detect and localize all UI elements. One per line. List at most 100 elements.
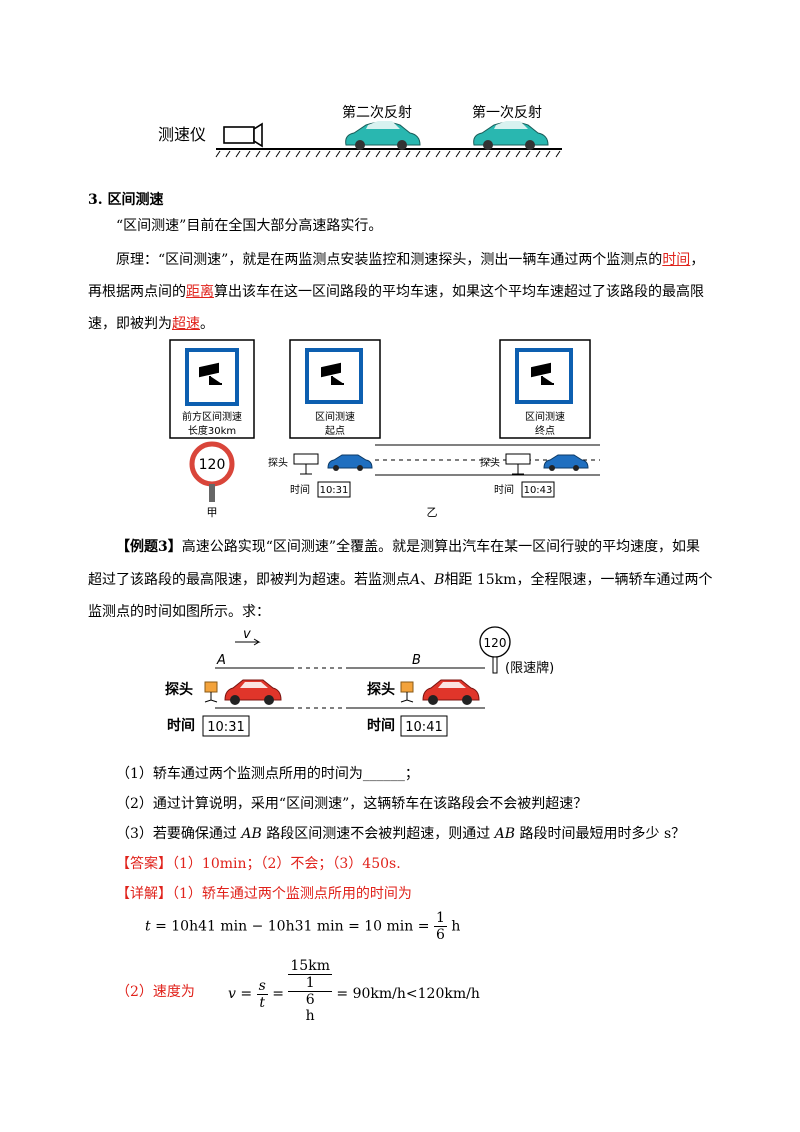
var-t: t — [145, 918, 151, 935]
speed-limit-sign — [479, 626, 511, 674]
var-v: v — [228, 986, 236, 1002]
frac-num-15km: 15km — [288, 958, 332, 975]
point-a: A — [410, 572, 421, 588]
velocity-arrow — [235, 638, 261, 646]
probe-label-2: 探头 — [480, 456, 500, 469]
example-text: 高速公路实现“区间测速”全覆盖。就是测算出汽车在某一区间行驶的平均速度，如果 — [181, 539, 701, 555]
detail-label: 【详解】 — [116, 886, 172, 902]
keyword-time: 时间 — [662, 252, 691, 268]
principle-text: 。 — [200, 316, 214, 332]
car-icon — [345, 121, 421, 150]
question-2: （2）通过计算说明，采用“区间测速”，这辆轿车在该路段会不会被判超速？ — [116, 796, 588, 812]
sign1-line2: 长度30km — [188, 424, 236, 437]
example-line-3: 监测点的时间如图所示。求： — [88, 604, 270, 620]
time-label-2: 时间 — [494, 483, 514, 496]
section-intro: “区间测速”目前在全国大部分高速路实行。 — [116, 218, 383, 234]
question-3: （3）若要确保通过 AB 路段区间测速不会被判超速，则通过 AB 路段时间最短用… — [116, 820, 746, 848]
probe-icon — [400, 681, 414, 703]
question-1: （1）轿车通过两个监测点所用的时间为______； — [116, 766, 419, 782]
example-text: 、 — [420, 572, 435, 588]
keyword-speeding: 超速 — [172, 316, 200, 332]
car-icon — [473, 121, 549, 150]
sign2-line1: 区间测速 — [315, 410, 355, 423]
speed-result: = 90km/h<120km/h — [336, 986, 480, 1002]
frac-num: 1 — [433, 910, 447, 927]
interval-signs-figure: 前方区间测速 长度30km 120 甲 区间测速 起点 区间测速 终点 探头 探… — [169, 339, 600, 518]
ground-hatch — [215, 150, 561, 158]
example-figure: v A B 120 (限速牌) 探头 探头 时间 10:31 时间 10:41 — [165, 626, 554, 737]
segment-ab: AB — [241, 826, 262, 842]
detail-line-2: （2）速度为 — [116, 984, 195, 1000]
sign3-line2: 终点 — [535, 424, 555, 437]
radar-device-label: 测速仪 — [158, 125, 206, 144]
keyword-distance: 距离 — [186, 284, 214, 300]
sign1-line1: 前方区间测速 — [182, 410, 242, 423]
speed-limit-value: 120 — [199, 457, 226, 473]
time-value-1: 10:31 — [320, 485, 349, 496]
time-value-a: 10:31 — [207, 720, 244, 735]
example-line-1: 【例题3】高速公路实现“区间测速”全覆盖。就是测算出汽车在某一区间行驶的平均速度… — [88, 533, 718, 561]
frac-den: 6 — [435, 927, 445, 943]
formula-expr: = 10h41 min − 10h31 min = 10 min = — [150, 918, 434, 935]
time-label-a: 时间 — [167, 717, 195, 734]
answer-label: 【答案】 — [116, 856, 172, 872]
example-label: 【例题3】 — [116, 539, 182, 555]
velocity-label: v — [243, 627, 251, 642]
time-label-1: 时间 — [290, 483, 310, 496]
first-reflection-label: 第一次反射 — [472, 104, 542, 121]
principle-line-1: 原理：“区间测速”，就是在两监测点安装监控和测速探头，测出一辆车通过两个监测点的… — [88, 246, 718, 274]
car-icon — [224, 679, 282, 705]
car-icon — [327, 454, 373, 471]
unit-h: h — [451, 918, 461, 935]
probe-label-b: 探头 — [367, 681, 395, 698]
detail-line: 【详解】（1）轿车通过两个监测点所用的时间为 — [116, 880, 746, 908]
time-label-b: 时间 — [367, 717, 395, 734]
sign2-line2: 起点 — [325, 425, 345, 437]
question-text: （3）若要确保通过 — [116, 826, 242, 842]
answer-text: （1）10min；（2）不会；（3）450s. — [172, 856, 401, 872]
principle-line-3: 速，即被判为超速。 — [88, 310, 718, 338]
time-value-2: 10:43 — [524, 485, 553, 496]
principle-text: 速，即被判为 — [88, 316, 172, 332]
limit-value: 120 — [484, 636, 507, 650]
time-value-b: 10:41 — [405, 720, 442, 735]
principle-text: 算出该车在这一区间路段的平均车速，如果这个平均车速超过了该路段的最高限 — [214, 284, 704, 300]
var-s: s — [258, 977, 266, 994]
unit-h: h — [305, 1008, 315, 1024]
principle-text: 再根据两点间的 — [88, 284, 186, 300]
var-t2: t — [259, 994, 265, 1011]
probe-label-a: 探头 — [165, 681, 193, 698]
point-b-label: B — [412, 653, 421, 668]
principle-text: 原理：“区间测速”，就是在两监测点安装监控和测速探头，测出一辆车通过两个监测点的 — [116, 252, 663, 268]
point-b: B — [434, 572, 445, 588]
example-text: 超过了该路段的最高限速，即被判为超速。若监测点 — [88, 572, 410, 588]
car-icon — [422, 679, 480, 705]
principle-text: ， — [690, 252, 705, 268]
second-reflection-label: 第二次反射 — [342, 104, 412, 121]
example-line-2: 超过了该路段的最高限速，即被判为超速。若监测点A、B相距 15km，全程限速，一… — [88, 566, 718, 594]
inner-frac-num: 1 — [288, 975, 332, 992]
question-text: 路段区间测速不会被判超速，则通过 — [261, 826, 495, 842]
probe-icon — [293, 453, 319, 475]
label-jia: 甲 — [207, 506, 218, 518]
probe-icon — [505, 453, 531, 475]
probe-icon — [204, 681, 218, 703]
limit-sign-label: (限速牌) — [505, 660, 554, 676]
section-title: 3. 区间测速 — [88, 192, 164, 208]
inner-frac-den: 6 — [305, 992, 315, 1008]
point-a-label: A — [216, 653, 226, 668]
radar-figure: 测速仪 第二次反射 第一次反射 — [158, 104, 562, 158]
probe-label-1: 探头 — [268, 456, 288, 469]
segment-ab: AB — [494, 826, 516, 842]
answer-line: 【答案】（1）10min；（2）不会；（3）450s. — [116, 850, 746, 878]
speed-limit-sign — [189, 441, 235, 502]
principle-line-2: 再根据两点间的距离算出该车在这一区间路段的平均车速，如果这个平均车速超过了该路段… — [88, 278, 718, 306]
radar-device-icon — [223, 122, 263, 148]
car-icon — [543, 454, 589, 471]
detail-text: （1）轿车通过两个监测点所用的时间为 — [172, 886, 412, 902]
label-yi: 乙 — [427, 506, 438, 518]
sign3-line1: 区间测速 — [525, 410, 565, 423]
question-text: 路段时间最短用时多少 s？ — [515, 826, 686, 842]
